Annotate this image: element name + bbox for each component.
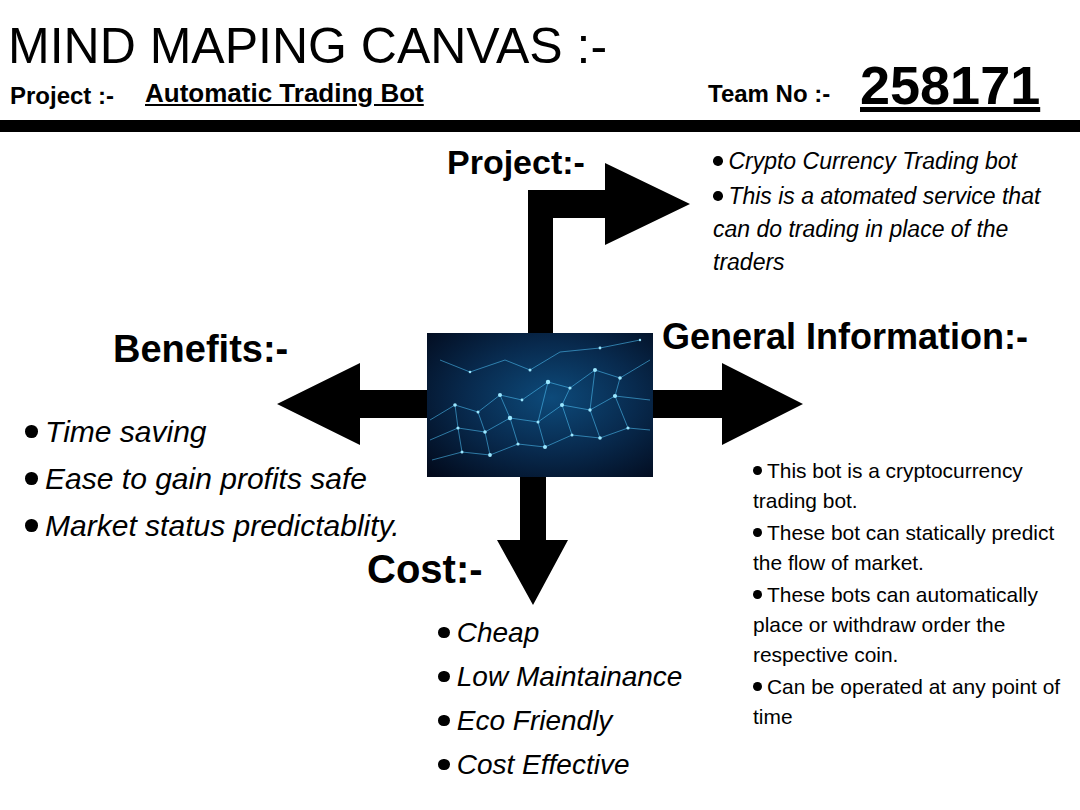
bullet-dot <box>25 425 38 438</box>
bullet-dot <box>25 519 38 532</box>
bullet-item: Can be operated at any point of time <box>753 672 1075 732</box>
bullet-dot <box>753 590 762 599</box>
bullet-item: Ease to gain profits safe <box>25 462 367 497</box>
bullet-item: These bot can statically predict the flo… <box>753 518 1075 578</box>
project-caption-text: Project :- <box>10 82 114 109</box>
bullet-item: Crypto Currency Trading bot <box>713 145 1043 178</box>
header-bar <box>0 120 1080 132</box>
team-number: 258171 <box>860 54 1040 116</box>
bullet-item-text: This is a atomated service that can do t… <box>713 183 1040 275</box>
bullet-item-text: Low Maintainance <box>457 661 683 692</box>
bullet-item: Low Maintainance <box>438 661 682 693</box>
project-name: Automatic Trading Bot <box>145 79 424 109</box>
bullet-item-text: Cheap <box>457 617 540 648</box>
team-caption: Team No :- <box>708 80 830 108</box>
bullet-item: Time saving <box>25 415 207 450</box>
branch-heading: Cost:- <box>367 546 483 592</box>
bullet-dot <box>438 715 450 727</box>
bullet-dot <box>438 627 450 639</box>
bullet-item-text: Can be operated at any point of time <box>753 675 1060 728</box>
network-illustration <box>427 333 653 477</box>
page-title-text: MIND MAPING CANVAS :- <box>8 18 607 74</box>
bullet-item: This is a atomated service that can do t… <box>713 180 1043 279</box>
bullet-item: These bots can automatically place or wi… <box>753 580 1075 670</box>
bullet-dot <box>753 466 762 475</box>
bullet-item-text: Market status predictablity. <box>45 509 400 542</box>
branch-heading-text: Project:- <box>447 143 585 181</box>
bullet-item-text: Ease to gain profits safe <box>45 462 367 495</box>
bullet-item: Market status predictablity. <box>25 509 400 544</box>
project-arrow <box>528 163 690 340</box>
bullet-item-text: These bots can automatically place or wi… <box>753 583 1038 666</box>
branch-heading-text: Benefits:- <box>113 328 288 370</box>
bullet-dot <box>438 671 450 683</box>
branch-heading-text: General Information:- <box>662 316 1028 357</box>
team-number-text: 258171 <box>860 55 1040 115</box>
bullet-item-text: Time saving <box>45 415 206 448</box>
team-caption-text: Team No :- <box>708 80 830 107</box>
project-caption: Project :- <box>10 82 114 110</box>
benefits-arrow <box>277 363 435 445</box>
project-name-text: Automatic Trading Bot <box>145 78 424 108</box>
bullet-dot <box>713 156 723 166</box>
bullet-dot <box>25 472 38 485</box>
bullet-item-text: These bot can statically predict the flo… <box>753 521 1054 574</box>
branch-heading: General Information:- <box>662 316 1028 357</box>
bullet-item-text: Eco Friendly <box>457 705 613 736</box>
bullet-item: Eco Friendly <box>438 705 612 737</box>
bullet-item: This bot is a cryptocurrency trading bot… <box>753 456 1075 516</box>
bullet-dot <box>438 759 450 771</box>
branch-heading: Benefits:- <box>113 328 288 372</box>
branch-heading: Project:- <box>447 143 585 182</box>
bullet-item: Cheap <box>438 617 539 649</box>
bullet-item-text: This bot is a cryptocurrency trading bot… <box>753 459 1023 512</box>
bullet-dot <box>753 682 762 691</box>
bullet-item-text: Cost Effective <box>457 749 630 780</box>
branch-heading-text: Cost:- <box>367 547 483 591</box>
general-info-arrow <box>645 363 803 445</box>
bullet-item-text: Crypto Currency Trading bot <box>728 148 1016 174</box>
page-title: MIND MAPING CANVAS :- <box>8 18 607 74</box>
bullet-item: Cost Effective <box>438 749 629 781</box>
bullet-dot <box>753 528 762 537</box>
bullet-dot <box>713 191 723 201</box>
cost-arrow <box>497 470 568 605</box>
